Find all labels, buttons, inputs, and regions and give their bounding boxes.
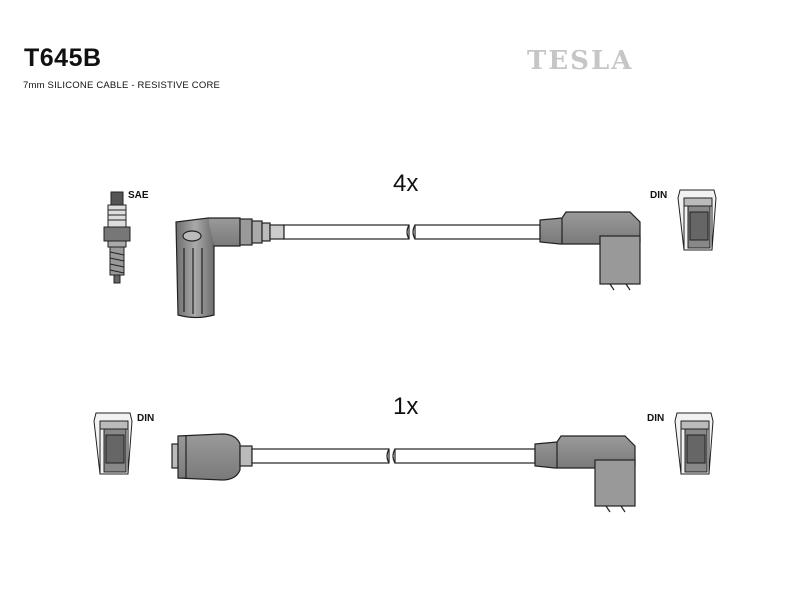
top-cable-break <box>406 224 416 240</box>
bottom-lead-quantity: 1x <box>393 393 419 420</box>
bottom-cable-right <box>394 448 536 464</box>
brand-logo: TESLA <box>527 46 634 76</box>
din-angled-boot-top <box>539 211 641 291</box>
top-right-plug-label: DIN <box>650 190 668 201</box>
bottom-cable-left <box>251 448 390 464</box>
bottom-left-plug-label: DIN <box>137 413 155 424</box>
top-cable-left <box>283 224 410 240</box>
din-straight-boot <box>171 433 253 481</box>
sae-angled-boot <box>175 217 285 319</box>
top-lead <box>175 211 641 319</box>
top-cable-right <box>414 224 541 240</box>
top-left-plug-label: SAE <box>128 190 149 201</box>
din-angled-boot-bottom <box>534 435 636 513</box>
top-lead-quantity: 4x <box>393 170 419 197</box>
spark-plug-icon <box>103 191 131 284</box>
part-number: T645B <box>24 44 102 72</box>
bottom-cable-break <box>386 448 396 464</box>
din-plug-icon-bottom-left <box>93 412 133 475</box>
bottom-right-plug-label: DIN <box>647 413 665 424</box>
din-plug-icon-top <box>677 189 717 251</box>
din-plug-icon-bottom-right <box>674 412 714 475</box>
bottom-lead <box>171 433 636 513</box>
subtitle: 7mm SILICONE CABLE - RESISTIVE CORE <box>23 80 221 91</box>
